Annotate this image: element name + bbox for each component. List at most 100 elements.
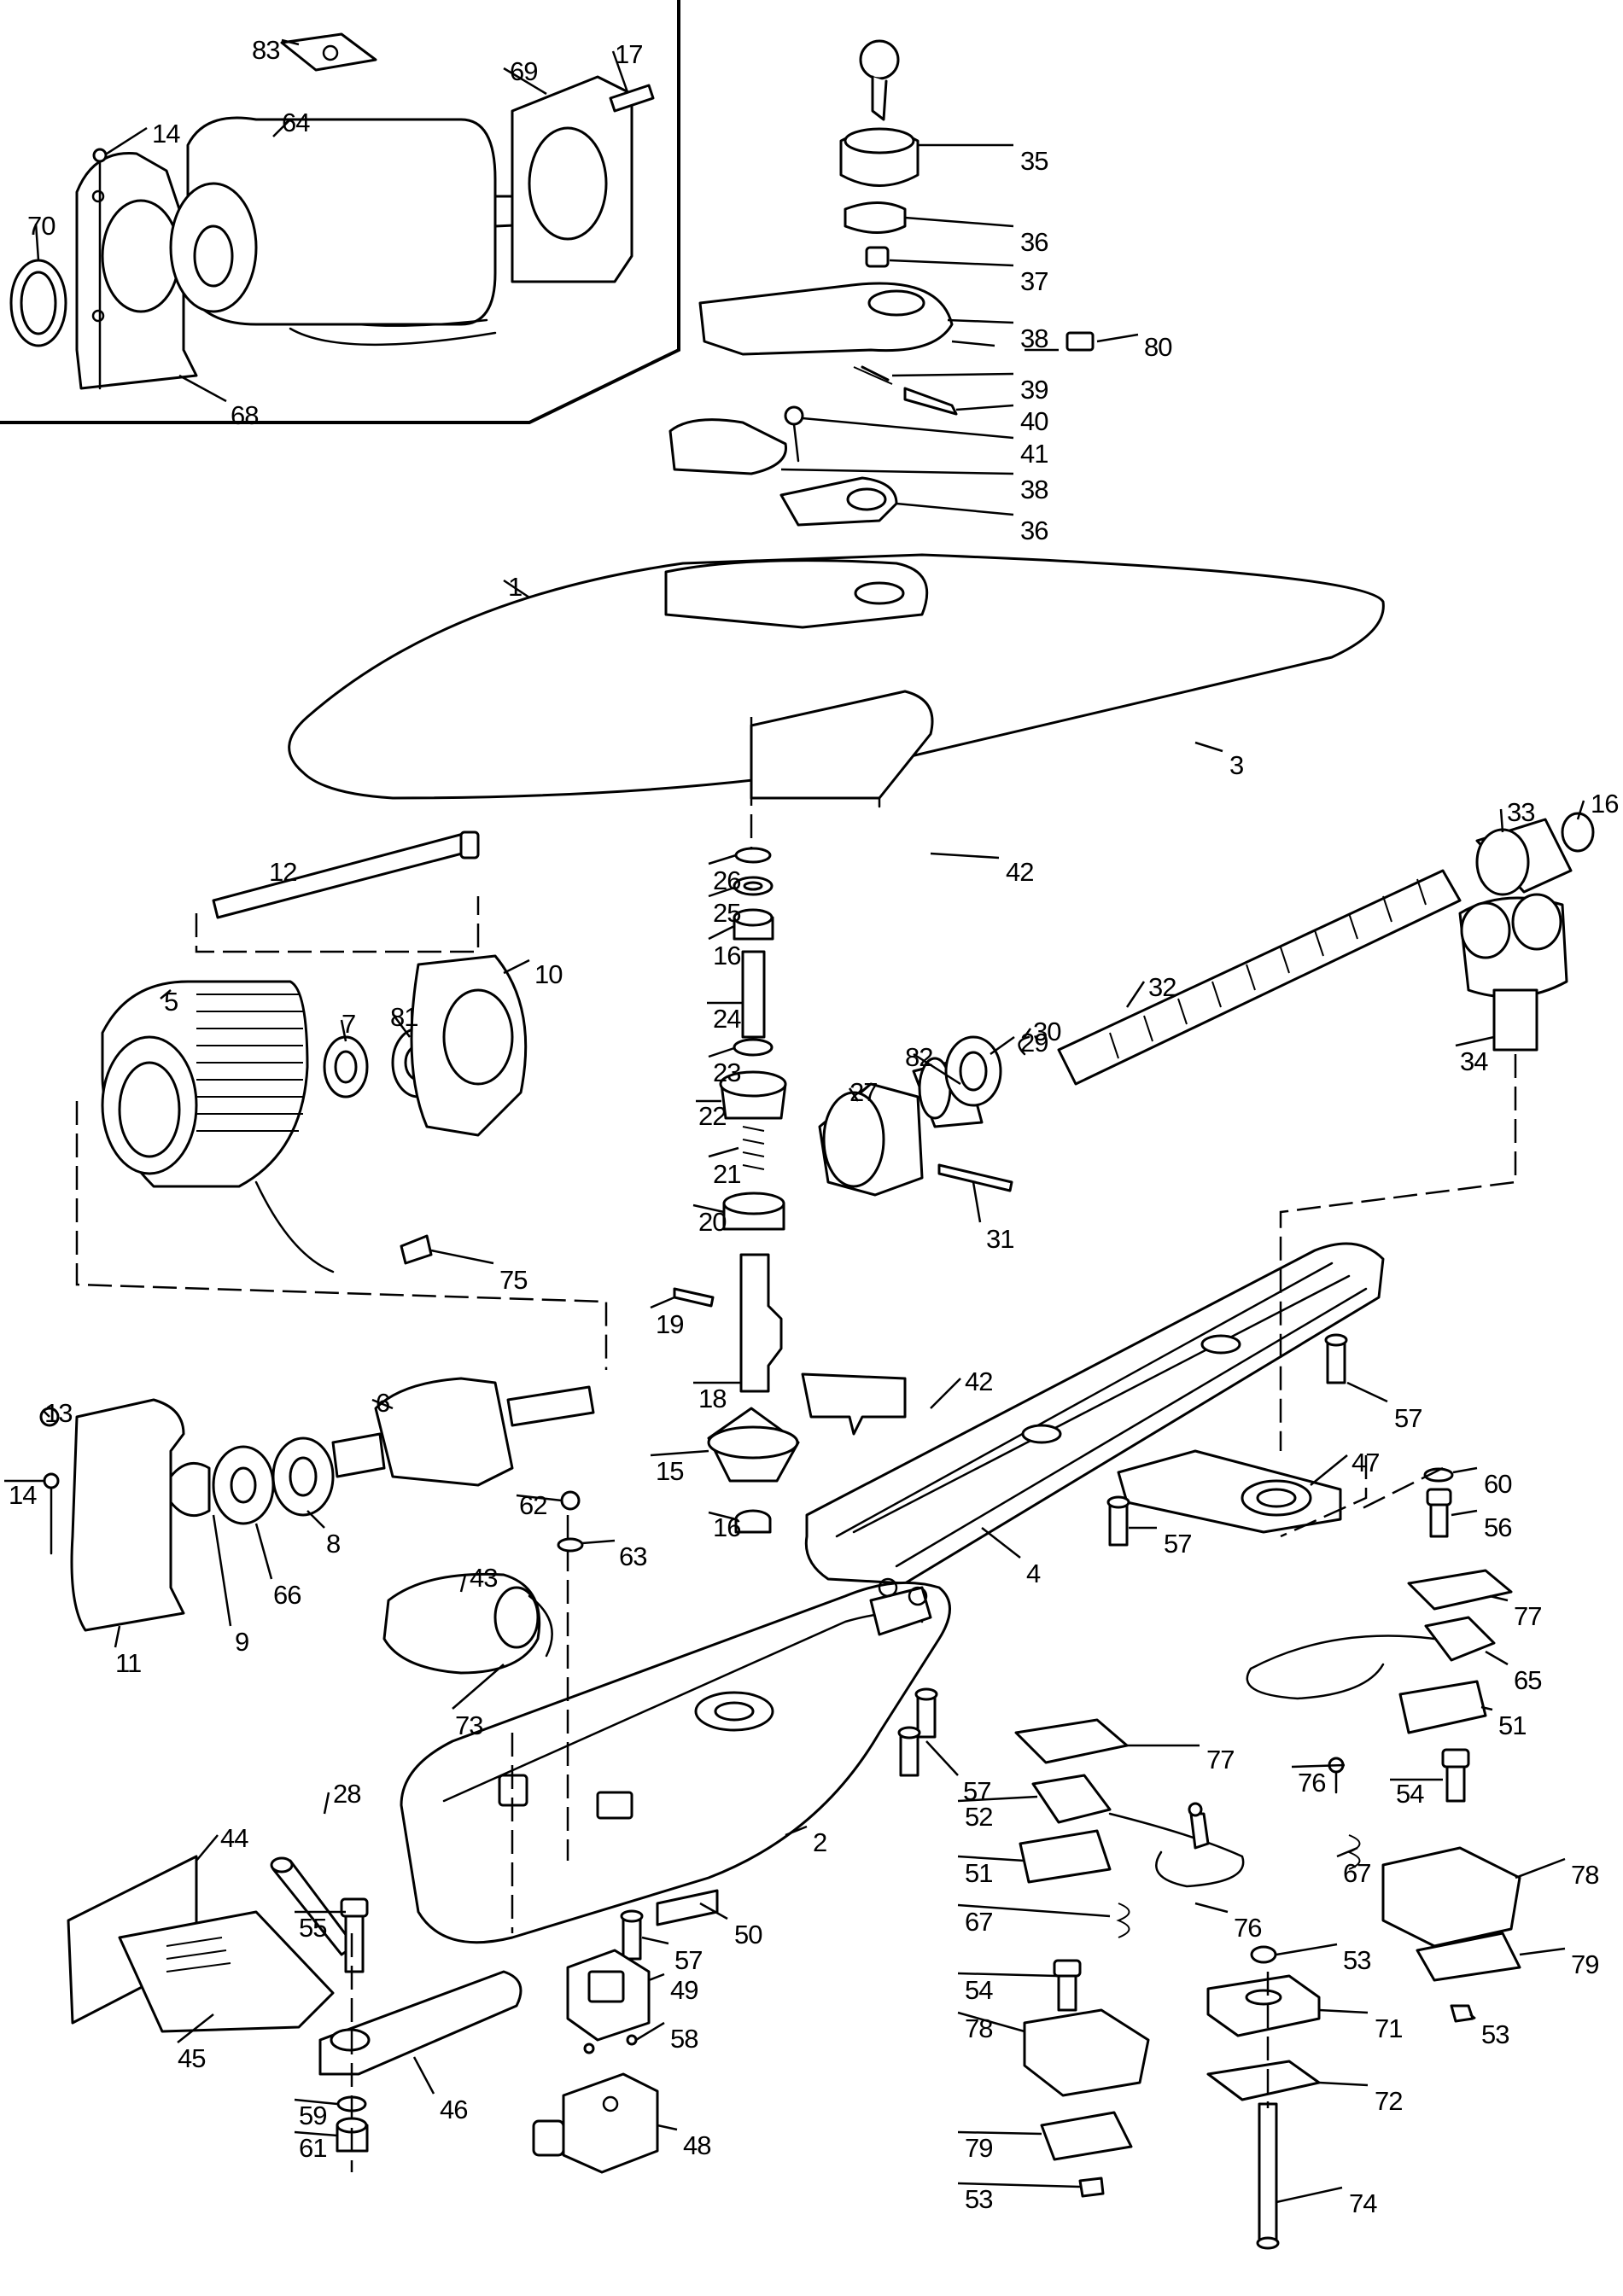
callout-79: 79 [965, 2133, 992, 2163]
callout-5: 5 [164, 987, 178, 1017]
callout-52: 52 [965, 1802, 992, 1832]
callout-78: 78 [965, 2013, 992, 2043]
rotor-group [39, 1101, 608, 1632]
callout-3: 3 [1229, 750, 1243, 780]
callout-62: 62 [519, 1490, 546, 1520]
motor-inset-parts [9, 32, 655, 390]
callout-74: 74 [1349, 2188, 1377, 2218]
callout-44: 44 [220, 1823, 248, 1853]
callout-7: 7 [342, 1009, 355, 1039]
base-channel [801, 1054, 1517, 1585]
callout-30: 30 [1033, 1017, 1061, 1046]
callout-15: 15 [656, 1456, 683, 1486]
callout-4: 4 [1026, 1559, 1041, 1588]
covers [288, 553, 1385, 808]
callout-82: 82 [905, 1042, 932, 1072]
lock-assembly [668, 39, 1095, 527]
callout-51: 51 [965, 1858, 992, 1888]
lower-housing [382, 1490, 951, 1961]
callout-68: 68 [231, 400, 258, 430]
callout-24: 24 [713, 1004, 741, 1034]
callout-34: 34 [1460, 1046, 1488, 1076]
callout-41: 41 [1020, 439, 1048, 469]
callout-57: 57 [674, 1945, 702, 1975]
callout-67: 67 [965, 1907, 992, 1937]
callout-79: 79 [1571, 1949, 1598, 1979]
limit-switch-group [1014, 1569, 1521, 2250]
callout-17: 17 [615, 39, 642, 69]
callout-45: 45 [178, 2043, 205, 2073]
callout-47: 47 [1352, 1448, 1379, 1477]
callout-33: 33 [1507, 797, 1534, 827]
callout-55: 55 [299, 1913, 326, 1943]
callout-57: 57 [1164, 1529, 1191, 1559]
callout-76: 76 [1298, 1768, 1325, 1798]
callout-36: 36 [1020, 227, 1048, 257]
callout-23: 23 [713, 1058, 740, 1087]
callout-69: 69 [510, 56, 537, 86]
callout-57: 57 [1394, 1403, 1422, 1433]
stator-group [101, 830, 528, 1273]
callout-31: 31 [986, 1224, 1013, 1254]
callout-12: 12 [269, 857, 296, 887]
leader-lines [4, 38, 1585, 2204]
callout-13: 13 [44, 1398, 72, 1428]
callout-76: 76 [1234, 1913, 1261, 1943]
callout-67: 67 [1343, 1858, 1370, 1888]
worm-drive [818, 812, 1595, 1197]
callout-43: 43 [470, 1563, 497, 1593]
callout-26: 26 [713, 865, 740, 895]
callout-49: 49 [670, 1975, 698, 2005]
callout-53: 53 [1343, 1945, 1370, 1975]
callout-48: 48 [683, 2130, 710, 2160]
callout-2: 2 [813, 1827, 826, 1857]
callout-70: 70 [27, 211, 55, 241]
callout-18: 18 [698, 1384, 726, 1413]
callout-75: 75 [499, 1265, 527, 1295]
callout-81: 81 [390, 1002, 417, 1032]
bracket-group [67, 1855, 523, 2172]
callout-72: 72 [1375, 2086, 1402, 2116]
callout-54: 54 [1396, 1779, 1424, 1809]
callout-20: 20 [698, 1207, 727, 1237]
connector-group [532, 1949, 659, 2174]
inset-frame [0, 0, 680, 424]
callout-10: 10 [534, 959, 563, 989]
callout-65: 65 [1514, 1665, 1541, 1695]
vertical-gear-stack [673, 717, 800, 1534]
callout-54: 54 [965, 1975, 993, 2005]
callout-16: 16 [713, 941, 740, 970]
callout-36: 36 [1020, 516, 1048, 545]
callout-77: 77 [1514, 1601, 1541, 1631]
callout-16: 16 [713, 1512, 740, 1542]
callout-56: 56 [1484, 1512, 1511, 1542]
callout-64: 64 [282, 108, 310, 137]
callout-78: 78 [1571, 1860, 1598, 1890]
callout-14: 14 [152, 119, 180, 149]
callout-57: 57 [963, 1776, 990, 1806]
callout-40: 40 [1020, 406, 1048, 436]
callout-16: 16 [1591, 789, 1618, 819]
callout-59: 59 [299, 2101, 326, 2130]
callout-37: 37 [1020, 266, 1048, 296]
callout-1: 1 [508, 572, 522, 602]
callout-19: 19 [656, 1309, 683, 1339]
callout-6: 6 [376, 1388, 389, 1418]
callout-53: 53 [965, 2184, 992, 2214]
callout-77: 77 [1206, 1745, 1234, 1774]
callout-21: 21 [713, 1159, 740, 1189]
callout-71: 71 [1375, 2013, 1402, 2043]
callout-25: 25 [713, 898, 740, 928]
callout-73: 73 [455, 1710, 482, 1740]
callout-80: 80 [1144, 332, 1172, 362]
callout-50: 50 [734, 1920, 762, 1949]
callout-61: 61 [299, 2133, 326, 2163]
callout-66: 66 [273, 1580, 301, 1610]
callout-29: 29 [1020, 1028, 1048, 1058]
callout-42: 42 [1006, 857, 1033, 887]
callout-58: 58 [670, 2024, 698, 2054]
callout-39: 39 [1020, 375, 1048, 405]
callout-51: 51 [1498, 1710, 1526, 1740]
